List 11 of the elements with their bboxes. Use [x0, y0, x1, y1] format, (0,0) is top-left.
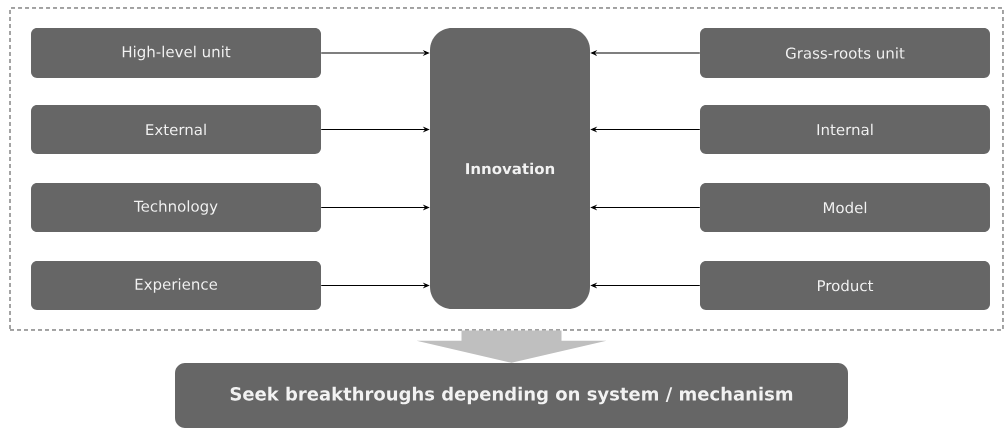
category-box: Internal — [700, 105, 990, 154]
result-box: Seek breakthroughs depending on system / mechanism — [175, 363, 848, 428]
category-box: External — [31, 105, 321, 154]
innovation-box: Innovation — [430, 28, 590, 309]
category-box: Product — [700, 261, 990, 310]
category-box: Model — [700, 183, 990, 232]
category-box: High-level unit — [31, 28, 321, 78]
dashed-frame — [9, 7, 1004, 331]
category-box: Technology — [31, 183, 321, 232]
category-box: Grass-roots unit — [700, 28, 990, 78]
category-box: Experience — [31, 261, 321, 310]
